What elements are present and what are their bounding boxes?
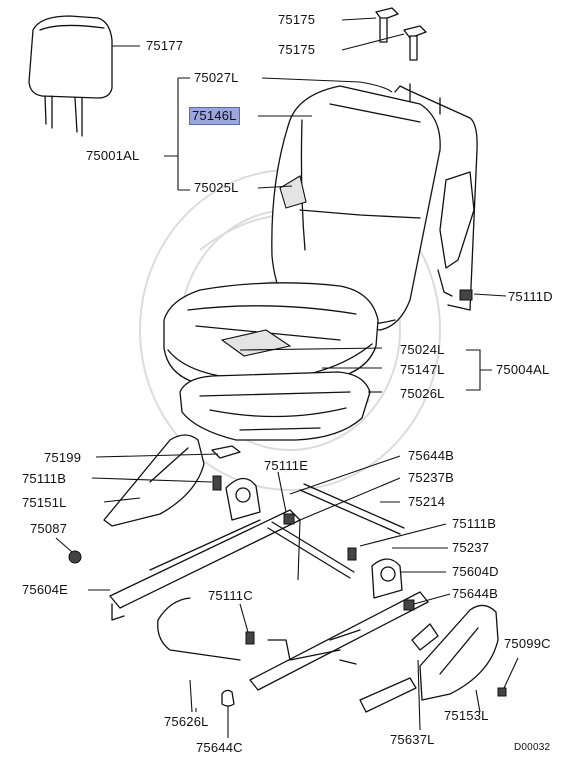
- label-75026L: 75026L: [400, 386, 445, 401]
- label-75004AL: 75004AL: [496, 362, 550, 377]
- label-75214: 75214: [408, 494, 446, 509]
- label-75111B-left: 75111B: [22, 471, 67, 486]
- label-75111B-right: 75111B: [452, 516, 497, 531]
- label-75027L: 75027L: [194, 70, 239, 85]
- label-75177: 75177: [146, 38, 184, 53]
- label-75626L: 75626L: [164, 714, 209, 729]
- seat-cushion: [163, 282, 379, 385]
- label-75001AL: 75001AL: [86, 148, 140, 163]
- label-75151L: 75151L: [22, 495, 67, 510]
- label-75153L: 75153L: [444, 708, 489, 723]
- label-75237B: 75237B: [408, 470, 455, 485]
- bracket-75199: [211, 445, 241, 459]
- label-75111C: 75111C: [208, 588, 253, 603]
- seat-rail-right: [249, 558, 429, 691]
- label-75199: 75199: [44, 450, 82, 465]
- headrest-guides: [375, 7, 427, 61]
- label-75237: 75237: [452, 540, 490, 555]
- fasteners: [68, 289, 507, 707]
- label-75087: 75087: [30, 521, 68, 536]
- label-75175-top: 75175: [278, 12, 316, 27]
- seat-rail-left: [109, 477, 301, 621]
- label-75644C: 75644C: [196, 740, 243, 755]
- label-75025L: 75025L: [194, 180, 239, 195]
- label-75099C: 75099C: [504, 636, 551, 651]
- side-shield-inner: [419, 604, 499, 701]
- cable-75626L: [157, 597, 241, 661]
- label-75024L: 75024L: [400, 342, 445, 357]
- label-75604D: 75604D: [452, 564, 499, 579]
- label-75637L: 75637L: [390, 732, 435, 747]
- seat-pan: [179, 371, 371, 441]
- label-75644B-upper: 75644B: [408, 448, 455, 463]
- label-75146L-highlighted: 75146L: [189, 107, 240, 125]
- label-75604E: 75604E: [22, 582, 69, 597]
- label-75175-bottom: 75175: [278, 42, 316, 57]
- leader-lines: [55, 17, 519, 738]
- seatback-frame: [394, 83, 478, 311]
- cross-rods: [267, 483, 405, 579]
- label-75111D: 75111D: [508, 289, 553, 304]
- cover-75637L: [359, 623, 439, 713]
- label-75147L: 75147L: [400, 362, 445, 377]
- headrest: [28, 15, 113, 137]
- label-75111E: 75111E: [264, 458, 309, 473]
- label-75644B-lower: 75644B: [452, 586, 499, 601]
- diagram-code: D00032: [514, 742, 551, 753]
